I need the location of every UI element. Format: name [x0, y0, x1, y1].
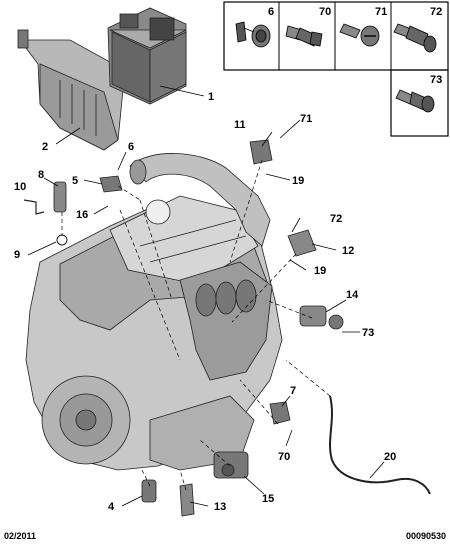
hex-flange-bolt-icon [395, 89, 435, 113]
callout-19-upper: 19 [292, 175, 304, 187]
bracket-13 [179, 483, 195, 517]
callout-9: 9 [14, 249, 20, 261]
callout-8: 8 [38, 169, 44, 181]
washer-9 [56, 234, 68, 246]
fastener-label-71: 71 [375, 6, 387, 18]
clip-10 [23, 199, 45, 215]
callout-72: 72 [330, 213, 342, 225]
fastener-label-72: 72 [430, 6, 442, 18]
sensor-11 [249, 139, 273, 165]
fastener-label-70: 70 [319, 6, 331, 18]
callout-15: 15 [262, 493, 274, 505]
flanged-bolt-icon [393, 23, 437, 53]
sensor-8 [53, 181, 67, 213]
callout-pointers [27, 85, 385, 507]
sensor-5 [99, 175, 123, 193]
callout-10: 10 [14, 181, 26, 193]
callout-19-lower: 19 [314, 265, 326, 277]
actuator-14 [299, 305, 344, 330]
engine-block [25, 195, 283, 471]
callout-14: 14 [346, 289, 359, 301]
fastener-label-73: 73 [430, 74, 442, 86]
fastener-label-6: 6 [268, 6, 274, 18]
callout-11: 11 [234, 119, 246, 131]
harness-20 [329, 395, 431, 495]
ecu-bracket [17, 29, 125, 151]
air-intake-duct [129, 153, 271, 247]
flanged-screw-icon [235, 21, 271, 48]
callout-7: 7 [290, 385, 296, 397]
callout-13: 13 [214, 501, 226, 513]
fastener-legend [223, 1, 449, 137]
callout-12: 12 [342, 245, 354, 257]
callout-70: 70 [278, 451, 290, 463]
callout-20: 20 [384, 451, 396, 463]
footer-date: 02/2011 [4, 531, 37, 541]
callout-1: 1 [208, 91, 214, 103]
round-head-screw-icon [339, 23, 380, 47]
leader-lines [61, 159, 331, 491]
callout-2: 2 [42, 141, 48, 153]
ecu-module [107, 7, 187, 105]
hex-bolt-icon [285, 25, 323, 47]
footer-reference-number: 00090530 [405, 531, 446, 541]
valve-15 [213, 451, 249, 479]
sensor-12 [287, 229, 317, 257]
sensor-7 [269, 401, 291, 425]
sensor-4 [141, 479, 157, 503]
callout-71: 71 [300, 113, 312, 125]
callout-16: 16 [76, 209, 88, 221]
callout-4: 4 [108, 501, 115, 513]
callout-73: 73 [362, 327, 374, 339]
callout-6: 6 [128, 141, 134, 153]
callout-5: 5 [72, 175, 78, 187]
